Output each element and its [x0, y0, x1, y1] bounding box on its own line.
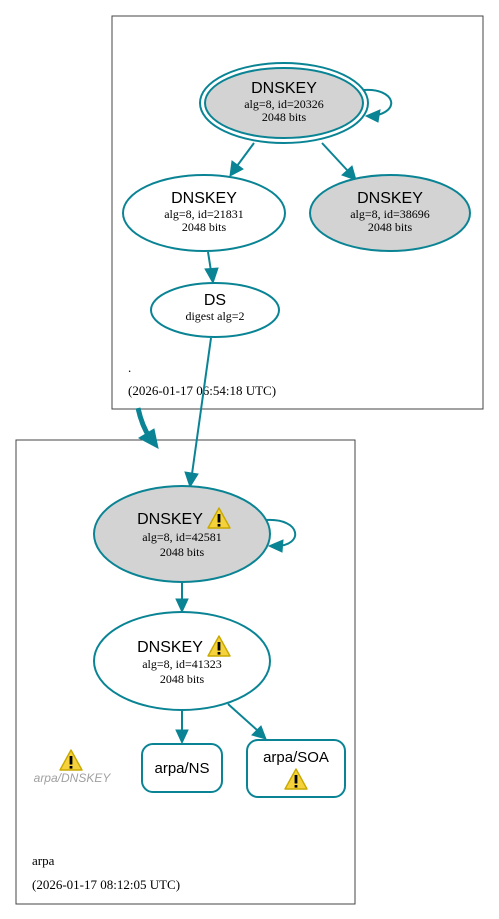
node-arpa-zsk-title: DNSKEY [137, 639, 203, 656]
edge-root-zsk1-ds [207, 251, 212, 272]
node-arpa-dnskey-error[interactable]: arpa/DNSKEY [34, 749, 112, 785]
edge-arpa-ksk-zsk-arrow [175, 598, 189, 614]
node-root-zsk1-line2: 2048 bits [182, 220, 227, 234]
zone-root-timestamp: (2026-01-17 06:54:18 UTC) [128, 383, 276, 398]
node-root-ds[interactable]: DS digest alg=2 [150, 282, 280, 338]
node-arpa-zsk-line1: alg=8, id=41323 [142, 657, 222, 671]
edge-root-ksk-zsk2-arrow [341, 165, 357, 181]
edge-root-ksk-zsk2 [321, 142, 348, 171]
edge-arpa-zsk-soa-arrow [251, 725, 267, 740]
node-root-zsk2-line2: 2048 bits [368, 220, 413, 234]
edge-root-ksk-self [363, 88, 393, 117]
edge-root-ksk-zsk1-arrow [229, 160, 244, 177]
edge-ds-arpa-ksk-arrow [184, 471, 199, 489]
node-root-zsk1-line1: alg=8, id=21831 [164, 207, 244, 221]
node-root-zsk1[interactable]: DNSKEY alg=8, id=21831 2048 bits [122, 174, 286, 252]
edge-arpa-ksk-self [265, 518, 296, 547]
edges [135, 88, 393, 745]
node-root-ksk-line2: 2048 bits [262, 110, 307, 124]
node-root-zsk2-line1: alg=8, id=38696 [350, 207, 430, 221]
node-root-ksk[interactable]: DNSKEY alg=8, id=20326 2048 bits [199, 62, 369, 144]
node-arpa-ns-title: arpa/NS [154, 760, 209, 777]
node-root-ksk-title: DNSKEY [251, 80, 317, 97]
node-root-zsk2-title: DNSKEY [357, 190, 423, 207]
node-arpa-ksk[interactable]: DNSKEY alg=8, id=42581 2048 bits [93, 485, 271, 583]
node-root-zsk1-title: DNSKEY [171, 190, 237, 207]
node-root-ksk-line1: alg=8, id=20326 [244, 97, 324, 111]
node-arpa-ns[interactable]: arpa/NS [141, 743, 223, 793]
node-arpa-ksk-line2: 2048 bits [160, 545, 205, 559]
edge-delegation-arrow [137, 428, 159, 449]
node-arpa-dnskey-error-title: arpa/DNSKEY [34, 771, 112, 785]
edge-ds-arpa-ksk [191, 337, 212, 475]
edge-arpa-ksk-self-arrow [267, 539, 284, 553]
edge-arpa-zsk-ns-arrow [175, 729, 189, 745]
node-arpa-ksk-line1: alg=8, id=42581 [142, 530, 222, 544]
zone-root-label: . [128, 360, 131, 375]
node-arpa-soa-title: arpa/SOA [263, 749, 329, 766]
node-arpa-zsk-line2: 2048 bits [160, 672, 205, 686]
node-arpa-zsk[interactable]: DNSKEY alg=8, id=41323 2048 bits [93, 611, 271, 711]
node-root-zsk2[interactable]: DNSKEY alg=8, id=38696 2048 bits [309, 174, 471, 252]
edge-root-ksk-self-arrow [364, 109, 381, 123]
edge-arpa-zsk-soa [227, 703, 258, 731]
node-arpa-ksk-title: DNSKEY [137, 511, 203, 528]
node-root-ds-title: DS [204, 292, 226, 309]
node-root-ds-line1: digest alg=2 [185, 309, 244, 323]
edge-root-ksk-zsk1 [236, 142, 255, 167]
zone-arpa-label: arpa [32, 853, 55, 868]
edge-root-zsk1-ds-arrow [204, 267, 219, 285]
node-arpa-soa[interactable]: arpa/SOA [246, 739, 346, 798]
zone-arpa-timestamp: (2026-01-17 08:12:05 UTC) [32, 877, 180, 892]
